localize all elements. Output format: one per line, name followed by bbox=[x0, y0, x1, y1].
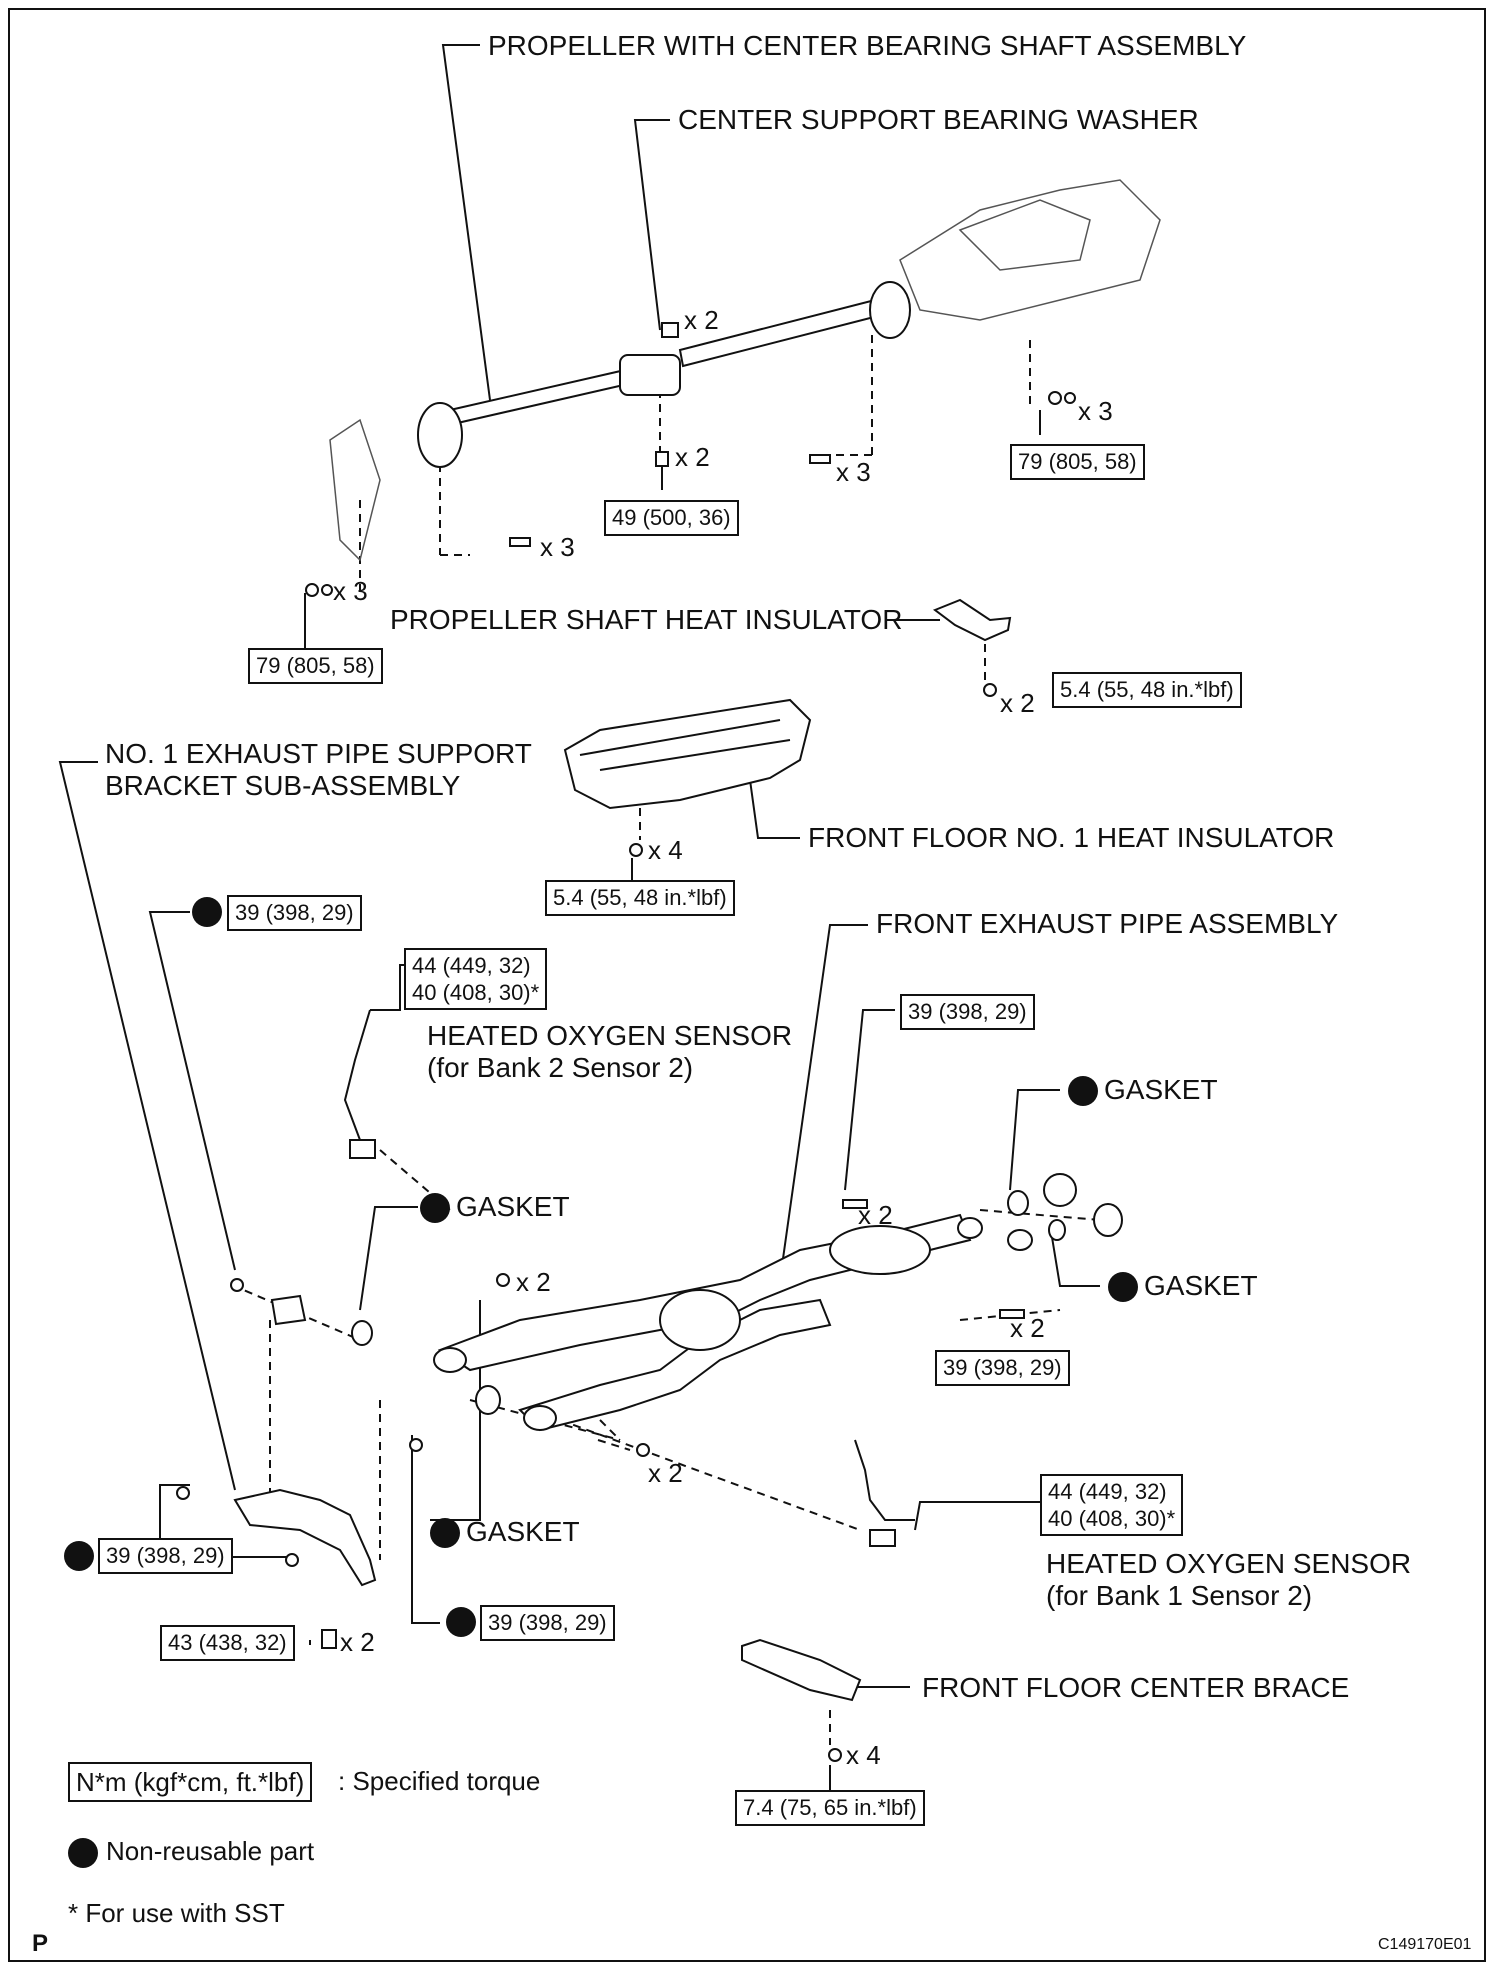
label-o2-bank2-sub: (for Bank 2 Sensor 2) bbox=[427, 1052, 694, 1083]
leader-bracket bbox=[58, 761, 236, 1491]
leader-gasket-c bbox=[1049, 1224, 1100, 1287]
torque-79-left: 79 (805, 58) bbox=[248, 648, 383, 684]
oxygen-sensor-b2-drawing bbox=[343, 1009, 376, 1159]
torque-39-left-top: 39 (398, 29) bbox=[227, 895, 362, 931]
page-corner-mark: P bbox=[32, 1930, 49, 1957]
label-gasket-right-bottom: GASKET bbox=[1144, 1270, 1258, 1301]
qty-nut-left: x 3 bbox=[333, 576, 368, 606]
qty-floor: x 4 bbox=[648, 835, 683, 865]
qty-pipe-top: x 2 bbox=[516, 1267, 551, 1297]
torque-5-4-insulator: 5.4 (55, 48 in.*lbf) bbox=[1052, 672, 1242, 708]
label-center-washer: CENTER SUPPORT BEARING WASHER bbox=[678, 104, 1199, 135]
nonreusable-dot bbox=[1068, 1076, 1098, 1106]
torque-39-bracket: 39 (398, 29) bbox=[98, 1538, 233, 1574]
label-front-pipe: FRONT EXHAUST PIPE ASSEMBLY bbox=[876, 908, 1339, 939]
label-o2-bank1-sub: (for Bank 1 Sensor 2) bbox=[1046, 1580, 1313, 1611]
torque-43: 43 (438, 32) bbox=[160, 1625, 295, 1661]
qty-bolt-center: x 2 bbox=[675, 442, 710, 472]
nonreusable-dot bbox=[430, 1518, 460, 1548]
gasket-left-drawing bbox=[351, 1320, 373, 1346]
gasket-center-drawing bbox=[475, 1385, 501, 1415]
label-propeller-shaft: PROPELLER WITH CENTER BEARING SHAFT ASSE… bbox=[488, 30, 1247, 61]
qty-nut-right: x 3 bbox=[1078, 396, 1113, 426]
qty-washer: x 2 bbox=[684, 305, 719, 335]
leader-gasket-d bbox=[430, 1300, 481, 1521]
qty-bolt-left: x 3 bbox=[540, 532, 575, 562]
leader-t39-top bbox=[844, 1009, 895, 1191]
oxygen-sensor-b1-drawing bbox=[854, 1439, 915, 1547]
label-floor-insulator: FRONT FLOOR NO. 1 HEAT INSULATOR bbox=[808, 822, 1335, 853]
torque-box-o2-bank1: 44 (449, 32) 40 (408, 30)* bbox=[1040, 1474, 1184, 1536]
nonreusable-dot bbox=[446, 1607, 476, 1637]
nonreusable-dot bbox=[420, 1193, 450, 1223]
legend-nonreusable: Non-reusable part bbox=[106, 1836, 315, 1866]
label-support-bracket-line2: BRACKET SUB-ASSEMBLY bbox=[105, 770, 461, 801]
torque-39-center: 39 (398, 29) bbox=[480, 1605, 615, 1641]
qty-pipe-lower: x 2 bbox=[648, 1458, 683, 1488]
leader-o2-b1 bbox=[914, 1501, 1040, 1531]
label-gasket-right-top: GASKET bbox=[1104, 1074, 1218, 1105]
nonreusable-dot bbox=[64, 1541, 94, 1571]
torque-44-b2: 44 (449, 32) bbox=[412, 953, 531, 978]
figure-code: C149170E01 bbox=[1378, 1936, 1472, 1953]
floor-heat-insulator-drawing bbox=[563, 698, 812, 810]
qty-bracket-bolt: x 2 bbox=[340, 1627, 375, 1657]
leader-t39-center bbox=[411, 1435, 440, 1624]
label-gasket-center: GASKET bbox=[466, 1516, 580, 1547]
label-o2-bank1: HEATED OXYGEN SENSOR bbox=[1046, 1548, 1412, 1579]
label-o2-bank2: HEATED OXYGEN SENSOR bbox=[427, 1020, 793, 1051]
qty-pipe-center: x 2 bbox=[858, 1200, 893, 1230]
qty-brace: x 4 bbox=[846, 1740, 881, 1770]
insulator-bracket-drawing bbox=[932, 598, 1012, 642]
torque-39-pipe-top: 39 (398, 29) bbox=[900, 994, 1035, 1030]
leader-washer bbox=[633, 119, 670, 331]
leader-floor-insulator bbox=[749, 779, 800, 839]
torque-79-right: 79 (805, 58) bbox=[1010, 444, 1145, 480]
legend-torque-text: : Specified torque bbox=[338, 1766, 541, 1796]
gasket-right-top-drawing bbox=[1007, 1190, 1029, 1216]
legend-torque-box: N*m (kgf*cm, ft.*lbf) bbox=[68, 1762, 313, 1802]
leader-propeller bbox=[441, 44, 491, 401]
torque-40-b2: 40 (408, 30)* bbox=[412, 980, 540, 1005]
leader-t39-bracket-top bbox=[159, 1484, 190, 1555]
torque-39-pipe-right: 39 (398, 29) bbox=[935, 1350, 1070, 1386]
label-gasket-left: GASKET bbox=[456, 1191, 570, 1222]
diagram-frame bbox=[8, 8, 1486, 1962]
qty-pipe-right: x 2 bbox=[1010, 1313, 1045, 1343]
qty-insulator: x 2 bbox=[1000, 688, 1035, 718]
leader-t39-lefttop bbox=[148, 911, 236, 1271]
center-brace-drawing bbox=[741, 1638, 862, 1702]
leader-front-pipe bbox=[779, 924, 868, 1281]
label-heat-insulator: PROPELLER SHAFT HEAT INSULATOR bbox=[390, 604, 903, 635]
leader-gasket-a bbox=[359, 1206, 418, 1311]
label-support-bracket-line1: NO. 1 EXHAUST PIPE SUPPORT bbox=[105, 738, 532, 769]
torque-7-4-brace: 7.4 (75, 65 in.*lbf) bbox=[735, 1790, 925, 1826]
legend-sst: * For use with SST bbox=[68, 1898, 285, 1928]
leader-gasket-b bbox=[1009, 1089, 1060, 1191]
nonreusable-dot bbox=[192, 897, 222, 927]
nonreusable-dot bbox=[68, 1838, 98, 1868]
label-center-brace: FRONT FLOOR CENTER BRACE bbox=[922, 1672, 1350, 1703]
front-exhaust-pipe-drawing bbox=[433, 1213, 1033, 1432]
torque-49: 49 (500, 36) bbox=[604, 500, 739, 536]
qty-bolt-mid: x 3 bbox=[836, 457, 871, 487]
leader-o2-b2 bbox=[370, 964, 408, 1011]
propeller-shaft-drawing bbox=[417, 281, 911, 468]
torque-box-o2-bank2: 44 (449, 32) 40 (408, 30)* bbox=[404, 948, 548, 1010]
nonreusable-dot bbox=[1108, 1272, 1138, 1302]
torque-40-b1: 40 (408, 30)* bbox=[1048, 1506, 1176, 1531]
torque-44-b1: 44 (449, 32) bbox=[1048, 1479, 1167, 1504]
torque-5-4-floor: 5.4 (55, 48 in.*lbf) bbox=[545, 880, 735, 916]
gasket-right-bottom-drawing bbox=[1048, 1219, 1066, 1241]
support-bracket-drawing bbox=[233, 1488, 377, 1587]
engine-sketch bbox=[329, 179, 1161, 562]
